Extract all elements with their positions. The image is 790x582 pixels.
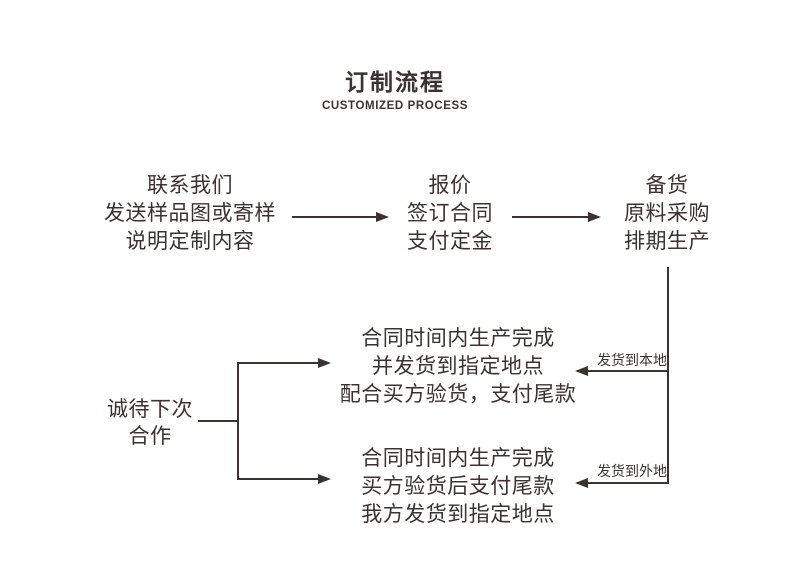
bracket-vertical-line: [237, 362, 239, 480]
closing-note-line-1: 诚待下次: [107, 398, 193, 421]
branch-local-arrow-line: [588, 370, 668, 372]
step-quote-line-3: 支付定金: [407, 230, 493, 253]
branch-remote-arrow-head-icon: [575, 478, 588, 488]
outcome-remote-line-3: 我方发货到指定地点: [361, 503, 555, 526]
main-drop-line: [667, 267, 669, 484]
closing-note: 诚待下次 合作: [78, 396, 222, 450]
bracket-bottom-arrow-line: [237, 478, 318, 480]
bracket-top-arrow-head-icon: [318, 358, 331, 368]
step-contact-line-1: 联系我们: [147, 174, 233, 197]
step-quote-line-2: 签订合同: [407, 202, 493, 225]
branch-local-label: 发货到本地: [597, 352, 667, 368]
step-contact-line-3: 说明定制内容: [125, 230, 255, 253]
branch-local-arrow-head-icon: [575, 366, 588, 376]
step-stock-line-1: 备货: [645, 174, 689, 197]
closing-note-line-2: 合作: [128, 425, 172, 448]
flow-arrow-2-line: [512, 216, 588, 218]
step-contact-line-2: 发送样品图或寄样: [104, 202, 276, 225]
outcome-remote-line-2: 买方验货后支付尾款: [361, 475, 555, 498]
step-stock-line-3: 排期生产: [624, 230, 710, 253]
page-subtitle: CUSTOMIZED PROCESS: [321, 100, 469, 112]
outcome-remote-line-1: 合同时间内生产完成: [361, 447, 555, 470]
page-title: 订制流程: [345, 69, 445, 95]
bracket-bottom-arrow-head-icon: [318, 474, 331, 484]
step-stock-line-2: 原料采购: [624, 202, 710, 225]
branch-remote-label: 发货到外地: [597, 463, 667, 479]
step-quote-line-1: 报价: [428, 174, 472, 197]
flow-arrow-1-line: [292, 216, 376, 218]
outcome-local-line-3: 配合买方验货，支付尾款: [339, 383, 577, 406]
outcome-remote: 合同时间内生产完成 买方验货后支付尾款 我方发货到指定地点: [330, 445, 586, 529]
step-stock: 备货 原料采购 排期生产: [557, 172, 777, 256]
step-quote: 报价 签订合同 支付定金: [340, 172, 560, 256]
bracket-top-arrow-line: [237, 362, 318, 364]
flow-arrow-2-head-icon: [588, 212, 601, 222]
outcome-local-line-1: 合同时间内生产完成: [361, 327, 555, 350]
branch-remote-arrow-line: [588, 482, 669, 484]
step-contact: 联系我们 发送样品图或寄样 说明定制内容: [75, 172, 305, 256]
outcome-local: 合同时间内生产完成 并发货到指定地点 配合买方验货，支付尾款: [330, 325, 586, 409]
closing-stub-line: [198, 420, 239, 422]
flow-arrow-1-head-icon: [376, 212, 389, 222]
outcome-local-line-2: 并发货到指定地点: [372, 355, 544, 378]
